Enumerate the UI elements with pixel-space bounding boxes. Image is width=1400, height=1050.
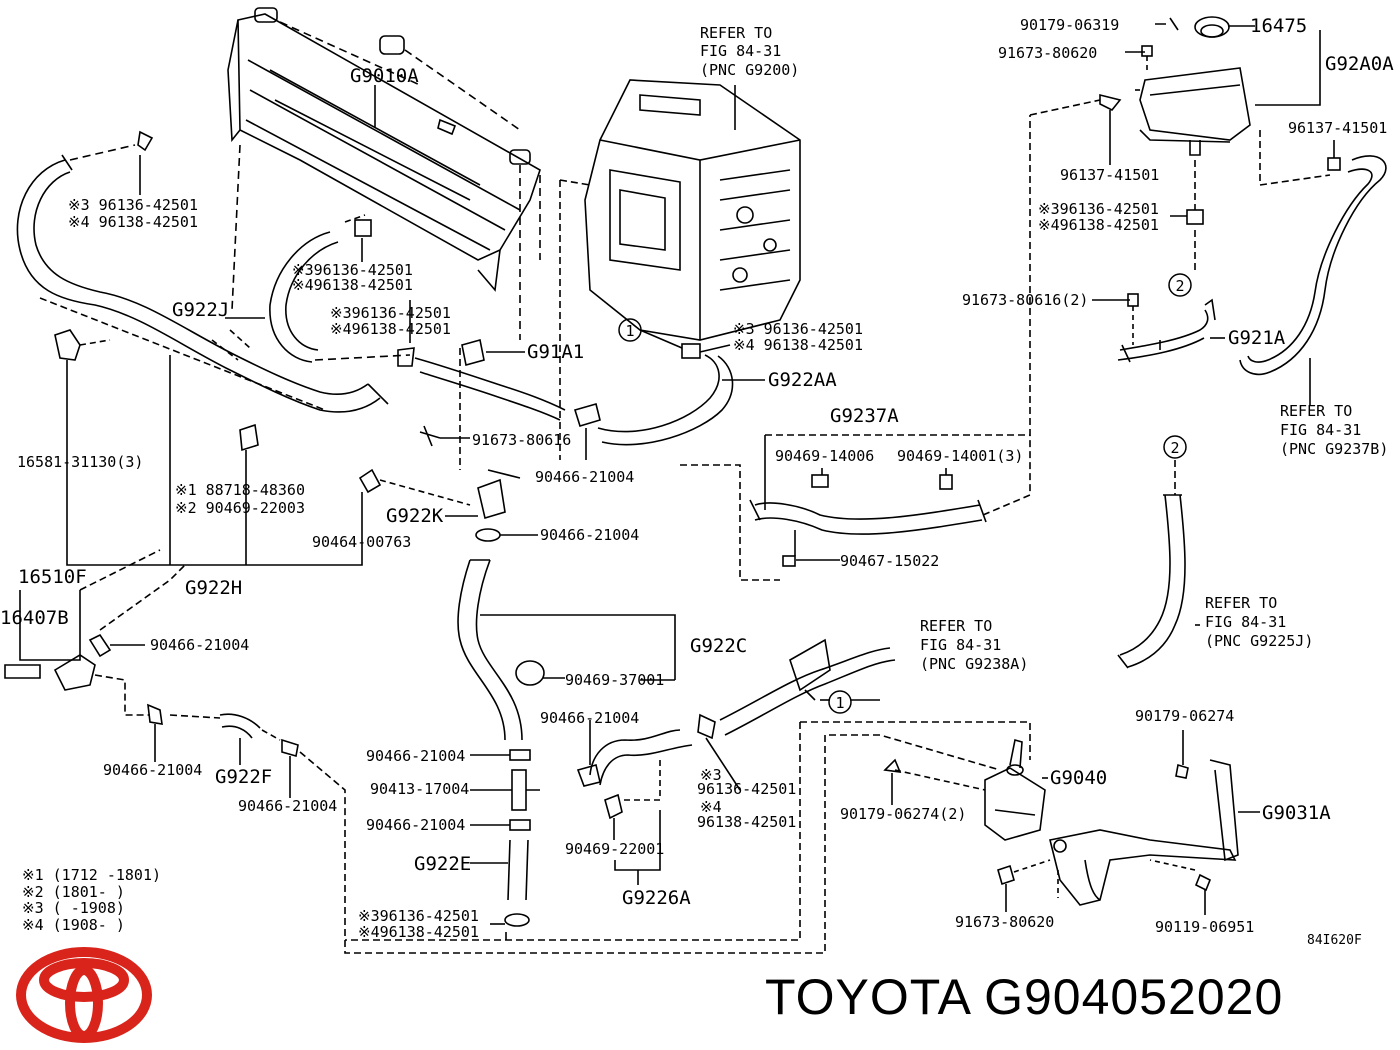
callout-1-top: 1 <box>625 322 634 340</box>
label-96137-41501-right: 96137-41501 <box>1288 119 1387 137</box>
label-90469-14001-3: 90469-14001(3) <box>897 447 1023 465</box>
label-bot-note-4: ※4 <box>700 798 722 816</box>
label-91673-80620-top: 91673-80620 <box>998 44 1097 62</box>
label-refer-g9238a-2: FIG 84-31 <box>920 636 1001 654</box>
label-91673-80620-bot: 91673-80620 <box>955 913 1054 931</box>
label-g9237a: G9237A <box>830 405 899 427</box>
label-refer-g9225j-3: (PNC G9225J) <box>1205 632 1313 650</box>
callout-circle-1-bottom <box>828 690 852 714</box>
label-90179-06319: 90179-06319 <box>1020 16 1119 34</box>
callout-2-bottom: 2 <box>1170 439 1179 457</box>
label-refer-g9238a-1: REFER TO <box>920 617 992 635</box>
label-refer-g9237b-3: (PNC G9237B) <box>1280 440 1388 458</box>
label-96138-left: ※4 96138-42501 <box>68 213 198 231</box>
label-16475: 16475 <box>1250 15 1307 37</box>
label-refer-g9200-3: (PNC G9200) <box>700 61 799 79</box>
label-g922j: G922J <box>172 299 229 321</box>
label-90469-22003: ※2 90469-22003 <box>175 499 305 517</box>
label-g921a: G921A <box>1228 327 1286 349</box>
label-g922h: G922H <box>185 577 242 599</box>
label-90464-00763: 90464-00763 <box>312 533 411 551</box>
callout-circle-2-bottom <box>1163 435 1187 459</box>
label-90467-15022: 90467-15022 <box>840 552 939 570</box>
label-g922k: G922K <box>386 505 444 527</box>
label-90469-14006: 90469-14006 <box>775 447 874 465</box>
label-96136-tank: ※396136-42501 <box>1038 200 1159 218</box>
label-91673-80616: 91673-80616 <box>472 431 571 449</box>
note-2: ※2 (1801- ) <box>22 883 125 901</box>
callout-circle-2-top <box>1168 273 1192 297</box>
callout-2-top: 2 <box>1175 277 1184 295</box>
label-refer-g9238a-3: (PNC G9238A) <box>920 655 1028 673</box>
callout-circle-1-top <box>618 318 642 342</box>
label-90469-37001: 90469-37001 <box>565 671 664 689</box>
label-refer-g9225j-2: FIG 84-31 <box>1205 613 1286 631</box>
label-96138-inv: ※4 96138-42501 <box>733 336 863 354</box>
label-16581-31130-3: 16581-31130(3) <box>17 453 143 471</box>
label-96138-low: ※496138-42501 <box>358 923 479 941</box>
label-90466-21004-a: 90466-21004 <box>535 468 634 486</box>
label-96136-bot: 96136-42501 <box>697 780 796 798</box>
pump-bracket <box>1049 759 1239 906</box>
label-96136-mid: ※396136-42501 <box>292 261 413 279</box>
label-96137-41501-center: 96137-41501 <box>1060 166 1159 184</box>
label-g9031a: G9031A <box>1262 802 1331 824</box>
inverter-assembly <box>584 79 801 341</box>
note-3: ※3 ( -1908) <box>22 899 125 917</box>
label-96136-g91: ※396136-42501 <box>330 304 451 322</box>
label-g922aa: G922AA <box>768 369 837 391</box>
label-g9226a: G9226A <box>622 887 691 909</box>
label-g9040: G9040 <box>1050 767 1107 789</box>
water-pump <box>984 738 1046 841</box>
callout-1-bottom: 1 <box>835 694 844 712</box>
label-g9010a: G9010A <box>350 65 419 87</box>
label-90466-21004-f: 90466-21004 <box>238 797 337 815</box>
label-88718-48360: ※1 88718-48360 <box>175 481 305 499</box>
label-refer-g9237b-1: REFER TO <box>1280 402 1352 420</box>
footer-part-title: TOYOTA G904052020 <box>765 969 1284 1025</box>
label-g922c: G922C <box>690 635 747 657</box>
label-96136-low: ※396136-42501 <box>358 907 479 925</box>
note-4: ※4 (1908- ) <box>22 916 125 934</box>
label-90413-17004: 90413-17004 <box>370 780 469 798</box>
label-96138-g91: ※496138-42501 <box>330 320 451 338</box>
label-91673-80616-2: 91673-80616(2) <box>962 291 1088 309</box>
label-refer-g9200-2: FIG 84-31 <box>700 42 781 60</box>
label-refer-g9225j-1: REFER TO <box>1205 594 1277 612</box>
label-90466-21004-e: 90466-21004 <box>103 761 202 779</box>
note-1: ※1 (1712 -1801) <box>22 866 161 884</box>
label-refer-g9200-1: REFER TO <box>700 24 772 42</box>
label-refer-g9237b-2: FIG 84-31 <box>1280 421 1361 439</box>
label-16510f: 16510F <box>18 566 87 588</box>
part-labels: 90179-06319 16475 91673-80620 G92A0A 961… <box>0 15 1394 948</box>
label-96138-bot: 96138-42501 <box>697 813 796 831</box>
label-90466-21004-c: 90466-21004 <box>150 636 249 654</box>
label-96138-mid: ※496138-42501 <box>292 276 413 294</box>
label-g922f: G922F <box>215 766 272 788</box>
label-16407b: 16407B <box>0 607 69 629</box>
label-90466-21004-d: 90466-21004 <box>540 709 639 727</box>
label-90466-21004-g: 90466-21004 <box>366 747 465 765</box>
label-96136-inv: ※3 96136-42501 <box>733 320 863 338</box>
label-g922e: G922E <box>414 853 471 875</box>
radiator-assembly <box>227 7 541 292</box>
label-96136-left: ※3 96136-42501 <box>68 196 198 214</box>
reservoir-tank <box>1139 16 1251 156</box>
illustration-code: 84I620F <box>1307 933 1362 948</box>
label-90469-22001: 90469-22001 <box>565 840 664 858</box>
label-96138-tank: ※496138-42501 <box>1038 216 1159 234</box>
label-90179-06274-2: 90179-06274(2) <box>840 805 966 823</box>
label-90119-06951: 90119-06951 <box>1155 918 1254 936</box>
label-g92a0a: G92A0A <box>1325 53 1394 75</box>
toyota-logo-icon <box>16 947 152 1043</box>
label-bot-note-3: ※3 <box>700 766 722 784</box>
label-90466-21004-h: 90466-21004 <box>366 816 465 834</box>
notes-legend: ※1 (1712 -1801) ※2 (1801- ) ※3 ( -1908) … <box>22 866 161 934</box>
label-g91a1: G91A1 <box>527 341 584 363</box>
label-90179-06274: 90179-06274 <box>1135 707 1234 725</box>
label-90466-21004-b: 90466-21004 <box>540 526 639 544</box>
